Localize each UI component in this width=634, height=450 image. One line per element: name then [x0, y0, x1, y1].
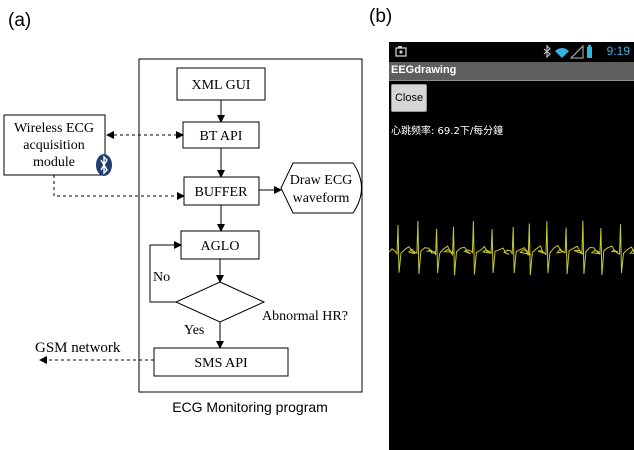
wireless-line1: Wireless ECG [14, 121, 94, 136]
sms-api-node: SMS API [153, 347, 289, 377]
camera-icon [395, 46, 407, 57]
arrow-wireless-buffer [53, 175, 185, 200]
battery-icon [587, 45, 592, 58]
gsm-network-label: GSM network [35, 340, 121, 356]
wifi-icon [555, 48, 569, 58]
app-titlebar: EEGdrawing [389, 62, 634, 81]
draw-ecg-line2: waveform [293, 191, 350, 206]
xml-gui-label: XML GUI [192, 78, 251, 93]
arrow-no-loop [149, 241, 182, 303]
bluetooth-icon [543, 44, 551, 59]
panel-label-b: (b) [369, 6, 393, 27]
bluetooth-icon [96, 154, 112, 176]
wireless-line3: module [33, 155, 75, 170]
app-title: EEGdrawing [391, 64, 457, 76]
ecg-waveform [389, 220, 634, 276]
wireless-ecg-node: Wireless ECG acquisition module [3, 114, 106, 176]
bt-api-label: BT API [200, 129, 243, 144]
sms-api-label: SMS API [194, 356, 248, 371]
xml-gui-node: XML GUI [176, 67, 266, 101]
diagram-caption: ECG Monitoring program [172, 399, 328, 415]
decision-node [174, 281, 266, 323]
wireless-line2: acquisition [23, 138, 84, 153]
status-bar: 9:19 [389, 42, 634, 61]
phone-screen: 9:19 EEGdrawing Close 心跳频率: 69.2下/每分鐘 [389, 42, 634, 450]
bt-api-node: BT API [182, 121, 260, 149]
draw-ecg-line1: Draw ECG [290, 173, 353, 188]
aglo-node: AGLO [180, 230, 260, 260]
flowchart: XML GUI BT API BUFFER Draw ECG waveform … [3, 58, 363, 415]
status-time: 9:19 [606, 44, 630, 58]
signal-icon [569, 44, 584, 59]
heart-rate-text: 心跳频率: 69.2下/每分鐘 [391, 126, 504, 137]
decision-label: Abnormal HR? [262, 309, 348, 324]
close-button[interactable]: Close [391, 84, 427, 112]
edge-label-yes: Yes [184, 323, 204, 338]
draw-ecg-node: Draw ECG waveform [280, 162, 362, 214]
program-container [138, 58, 363, 393]
edge-label-no: No [153, 270, 170, 285]
buffer-node: BUFFER [183, 176, 260, 206]
buffer-label: BUFFER [195, 185, 249, 200]
aglo-label: AGLO [201, 239, 240, 254]
panel-label-a: (a) [8, 10, 32, 31]
